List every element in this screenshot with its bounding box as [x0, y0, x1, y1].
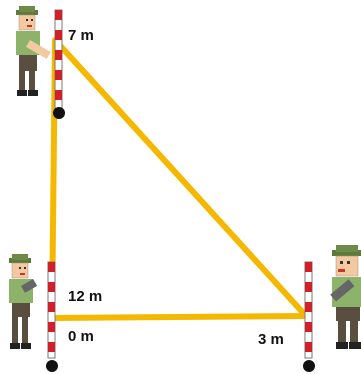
surveyor-top-left — [16, 6, 51, 96]
label-12m: 12 m — [68, 288, 102, 305]
pole-top — [53, 9, 65, 119]
label-3m: 3 m — [258, 331, 284, 348]
surveyor-right — [330, 245, 361, 349]
surveyor-bottom-left — [9, 254, 38, 349]
pole-bottom-left — [46, 261, 58, 372]
label-0m: 0 m — [68, 328, 94, 345]
pole-right — [303, 261, 315, 372]
label-7m: 7 m — [68, 27, 94, 44]
rope-triangle — [49, 37, 309, 321]
